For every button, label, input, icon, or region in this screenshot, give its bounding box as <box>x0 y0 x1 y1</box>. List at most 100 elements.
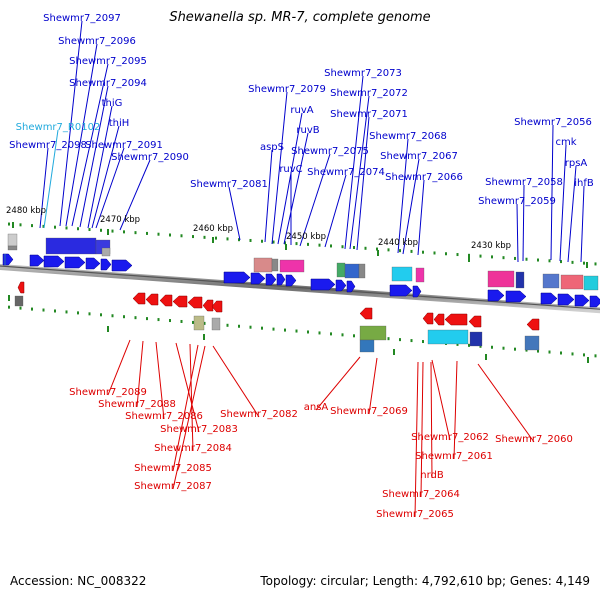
scale-tick <box>583 353 585 357</box>
scale-tick <box>134 231 137 235</box>
scale-tick <box>376 247 378 251</box>
scale-tick <box>548 350 551 354</box>
feature-box <box>193 315 205 331</box>
scale-tick <box>157 318 160 322</box>
leader-line <box>107 339 131 396</box>
scale-tick <box>571 352 574 356</box>
forward-gene-label: Shewmr7_2072 <box>330 88 408 99</box>
feature-box <box>560 274 584 290</box>
leader-line <box>414 361 419 518</box>
scale-tick <box>19 306 22 310</box>
reverse-gene-label: Shewmr7_2087 <box>134 481 212 492</box>
reverse-gene-label: Shewmr7_2069 <box>330 406 408 417</box>
feature-box <box>7 233 18 247</box>
forward-gene-label: Shewmr7_2081 <box>190 179 268 190</box>
scale-tick <box>272 240 275 244</box>
scale-tick <box>353 334 355 338</box>
leader-line <box>212 345 260 418</box>
accession-text: Accession: NC_008322 <box>10 574 147 588</box>
forward-gene-label: Shewmr7_2097 <box>43 13 121 24</box>
forward-gene-arrow <box>540 292 558 305</box>
feature-box <box>524 335 540 351</box>
scale-tick <box>594 262 597 266</box>
scale-tick <box>238 238 240 242</box>
feature-box <box>336 262 346 278</box>
leader-line <box>39 147 49 229</box>
scale-tick <box>341 245 344 249</box>
forward-gene-label: ruvA <box>290 105 313 116</box>
scale-tick <box>111 229 114 233</box>
reverse-gene-label: Shewmr7_2084 <box>154 443 232 454</box>
scale-tick <box>410 339 413 343</box>
leader-line <box>87 105 113 229</box>
scale-tick <box>284 328 286 332</box>
leader-line <box>356 116 370 251</box>
leader-line <box>172 344 199 472</box>
scale-tick <box>307 330 309 334</box>
scale-tick <box>249 325 252 329</box>
scale-tick <box>399 249 401 253</box>
leader-line <box>95 147 125 229</box>
scale-tick <box>387 337 390 341</box>
forward-gene-label: Shewmr7_2056 <box>514 117 592 128</box>
leader-line <box>175 342 200 433</box>
scale-tick <box>238 324 240 328</box>
feature-box <box>101 247 111 257</box>
scale-tick <box>548 259 551 263</box>
leader-line <box>277 112 303 245</box>
major-tick <box>393 349 395 355</box>
forward-gene-arrow <box>335 279 347 292</box>
feature-box <box>427 329 469 345</box>
forward-gene-label: Shewmr7_2071 <box>330 109 408 120</box>
scale-tick <box>525 257 528 261</box>
forward-gene-arrow <box>111 259 133 272</box>
scale-tick <box>318 243 321 247</box>
forward-gene-arrow <box>412 285 422 298</box>
scale-tick <box>192 320 194 324</box>
scale-tick <box>111 314 114 318</box>
feature-box <box>515 271 525 289</box>
leader-line <box>417 179 425 256</box>
leader-line <box>189 343 194 452</box>
leader-line <box>299 153 331 247</box>
forward-gene-label: Shewmr7_2074 <box>307 167 385 178</box>
rna-gene-label: Shewmr7_R0102 <box>16 122 101 133</box>
scale-tick <box>123 315 125 319</box>
major-tick <box>285 244 287 250</box>
scale-tick <box>295 329 298 333</box>
backbone-edge <box>0 265 600 310</box>
scale-tick <box>77 311 79 315</box>
leader-line <box>580 185 585 263</box>
scale-tick <box>410 249 413 253</box>
forward-gene-arrow <box>250 272 266 285</box>
forward-gene-label: thiH <box>109 118 130 129</box>
forward-gene-arrow <box>310 278 336 291</box>
scale-tick <box>203 235 206 239</box>
scale-tick <box>353 246 355 250</box>
reverse-gene-arrow <box>17 281 25 294</box>
scale-tick <box>169 319 171 323</box>
scale-label: 2430 kbp <box>471 241 511 251</box>
scale-tick <box>215 236 217 240</box>
feature-box <box>542 273 560 289</box>
forward-gene-label: Shewmr7_2073 <box>324 68 402 79</box>
scale-tick <box>249 238 252 242</box>
reverse-gene-arrow <box>202 299 214 312</box>
scale-tick <box>433 251 436 255</box>
leader-line <box>136 340 144 408</box>
leader-line <box>43 129 59 229</box>
scale-tick <box>169 233 171 237</box>
leader-line <box>344 75 364 250</box>
reverse-gene-label: Shewmr7_2060 <box>495 434 573 445</box>
feature-box <box>487 270 515 288</box>
scale-tick <box>146 317 148 321</box>
reverse-gene-label: Shewmr7_2085 <box>134 463 212 474</box>
scale-tick <box>468 253 470 257</box>
major-tick <box>212 237 214 243</box>
leader-line <box>65 43 98 227</box>
scale-tick <box>180 319 183 323</box>
feature-box <box>14 295 24 307</box>
scale-label: 2470 kbp <box>100 215 140 225</box>
scale-tick <box>146 231 148 235</box>
